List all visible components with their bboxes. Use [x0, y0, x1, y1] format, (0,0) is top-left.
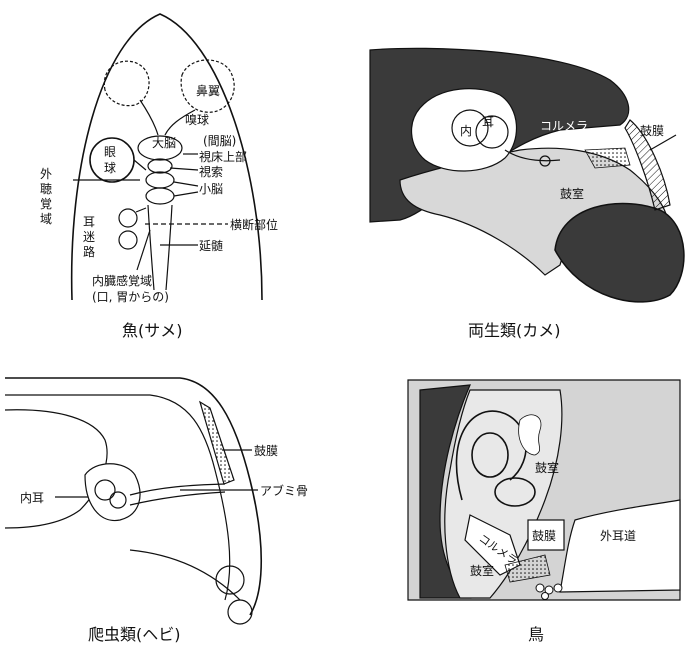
label-eardrum: 鼓膜	[640, 124, 664, 138]
amphibian-panel: 内 耳 コルメラ 鼓膜 鼓室 両生類(カメ)	[370, 48, 684, 340]
caption-fish: 魚(サメ)	[122, 321, 183, 340]
label-auditory-area-3: 覚	[40, 197, 52, 211]
label-cerebellum: 小脳	[199, 182, 223, 196]
label-eardrum: 鼓膜	[532, 529, 556, 543]
label-visceral-sense-sub: (口, 胃からの)	[92, 290, 169, 304]
label-cochlea: コルメラ	[540, 119, 588, 133]
caption-reptile: 爬虫類(ヘビ)	[88, 625, 181, 644]
leader-line	[174, 182, 198, 186]
vertebra	[228, 600, 252, 624]
cerebellum-shape	[146, 188, 174, 204]
label-auditory-area-2: 聴	[40, 182, 52, 196]
label-cross-section: 横断部位	[230, 217, 278, 232]
caption-bird: 鳥	[528, 625, 544, 644]
label-cavity-top: 鼓室	[535, 460, 559, 475]
optic-lobe-shape	[146, 172, 174, 188]
label-inner-ear: 内耳	[20, 491, 44, 505]
label-eardrum: 鼓膜	[254, 444, 278, 458]
label-optic-tract: 視索	[199, 164, 223, 179]
leader-line	[170, 168, 198, 170]
label-ear: 耳	[482, 115, 494, 129]
reptile-panel: 鼓膜 内耳 アブミ骨 爬虫類(ヘビ)	[5, 378, 308, 644]
amphibian-jaw-dark	[555, 203, 684, 301]
stapes-rod	[130, 484, 225, 505]
label-visceral-sense: 内臓感覚域	[92, 273, 152, 288]
caption-amphibian: 両生類(カメ)	[468, 321, 561, 340]
labyrinth-canal	[119, 209, 137, 227]
label-labyrinth-2: 迷	[83, 230, 95, 244]
bird-panel: 鼓室 鼓膜 コルメラ 鼓室 外耳道 鳥	[408, 380, 680, 644]
eardrum-shape	[200, 402, 234, 484]
label-epithalamus: 視床上部	[199, 149, 247, 164]
label-olfactory-lobe: 鼻翼	[196, 83, 220, 98]
label-inner: 内	[460, 124, 472, 138]
label-stapes: アブミ骨	[260, 483, 308, 498]
leader-line	[174, 192, 198, 196]
label-labyrinth-3: 路	[83, 244, 95, 259]
label-ear-canal: 外耳道	[600, 529, 636, 543]
label-labyrinth-1: 耳	[83, 215, 95, 229]
label-eyeball-1: 眼	[104, 145, 116, 159]
label-cerebrum: 大脳	[152, 136, 176, 150]
leader-line	[137, 230, 150, 270]
label-medulla: 延髄	[199, 238, 223, 253]
label-cavity: 鼓室	[560, 186, 584, 201]
label-auditory-area-1: 外	[40, 167, 52, 181]
olfactory-tract	[140, 100, 158, 135]
label-auditory-area-4: 域	[40, 212, 52, 226]
optic-nerve	[134, 160, 146, 170]
label-diencephalon: (間脳)	[203, 134, 236, 148]
labyrinth-canal	[136, 208, 146, 212]
fish-panel: 鼻翼 嗅球 (間脳) 大脳 視床上部 視索 小脳 眼 球 外 聴 覚 域 耳 迷…	[40, 14, 278, 340]
diencephalon-shape	[148, 159, 172, 173]
label-cavity-bottom: 鼓室	[470, 563, 494, 578]
label-eyeball-2: 球	[104, 161, 116, 175]
label-olfactory-bulb: 嗅球	[185, 113, 209, 127]
inner-ear-shape	[85, 464, 140, 521]
labyrinth-canal	[119, 231, 137, 249]
